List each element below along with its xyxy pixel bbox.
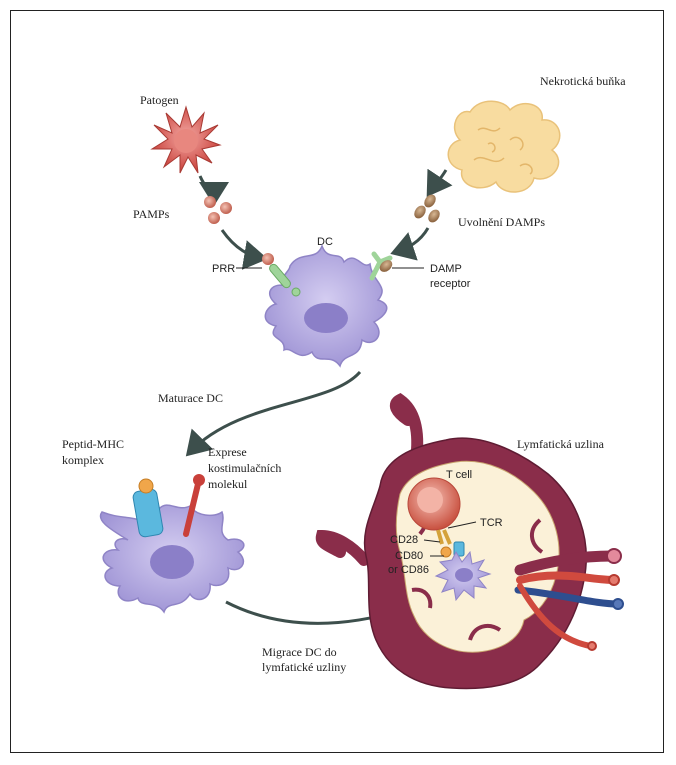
damp-receptor-label-1: DAMP [430, 263, 462, 275]
tcr-label: TCR [480, 517, 503, 529]
migration-label-1: Migrace DC do [262, 645, 337, 659]
damps-arrow [396, 228, 428, 252]
maturation-label: Maturace DC [158, 391, 223, 405]
pathogen-icon [152, 107, 220, 173]
prr-label: PRR [212, 263, 235, 275]
costim-label-3: molekul [208, 477, 248, 491]
pamps-icon [204, 196, 232, 224]
peptide-mhc-label-2: komplex [62, 453, 104, 467]
necrotic-cell-icon [448, 101, 559, 192]
necrotic-arrow [430, 170, 446, 192]
dc-label: DC [317, 236, 333, 248]
t-cell [408, 478, 460, 530]
dendritic-cell-top [265, 246, 386, 366]
pamps-arrow [222, 230, 262, 258]
lymph-node-label: Lymfatická uzlina [517, 437, 605, 451]
maturation-arrow [190, 372, 360, 452]
damp-receptor-label-2: receptor [430, 278, 471, 290]
cd80-label-2: or CD86 [388, 564, 429, 576]
migration-label-2: lymfatické uzliny [262, 660, 346, 674]
costim-label-1: Exprese [208, 445, 247, 459]
cd80-label-1: CD80 [395, 550, 423, 562]
damps-icon [412, 192, 442, 224]
peptide-mhc-label-1: Peptid-MHC [62, 437, 124, 451]
pamps-label: PAMPs [133, 207, 170, 221]
costim-label-2: kostimulačních [208, 461, 281, 475]
pathogen-label: Patogen [140, 93, 179, 107]
t-cell-label: T cell [446, 469, 472, 481]
damp-receptor [372, 254, 395, 278]
necrotic-cell-label: Nekrotická buňka [540, 74, 626, 88]
damps-release-label: Uvolnění DAMPs [458, 215, 545, 229]
mature-dendritic-cell [100, 504, 243, 612]
cd28-label: CD28 [390, 534, 418, 546]
